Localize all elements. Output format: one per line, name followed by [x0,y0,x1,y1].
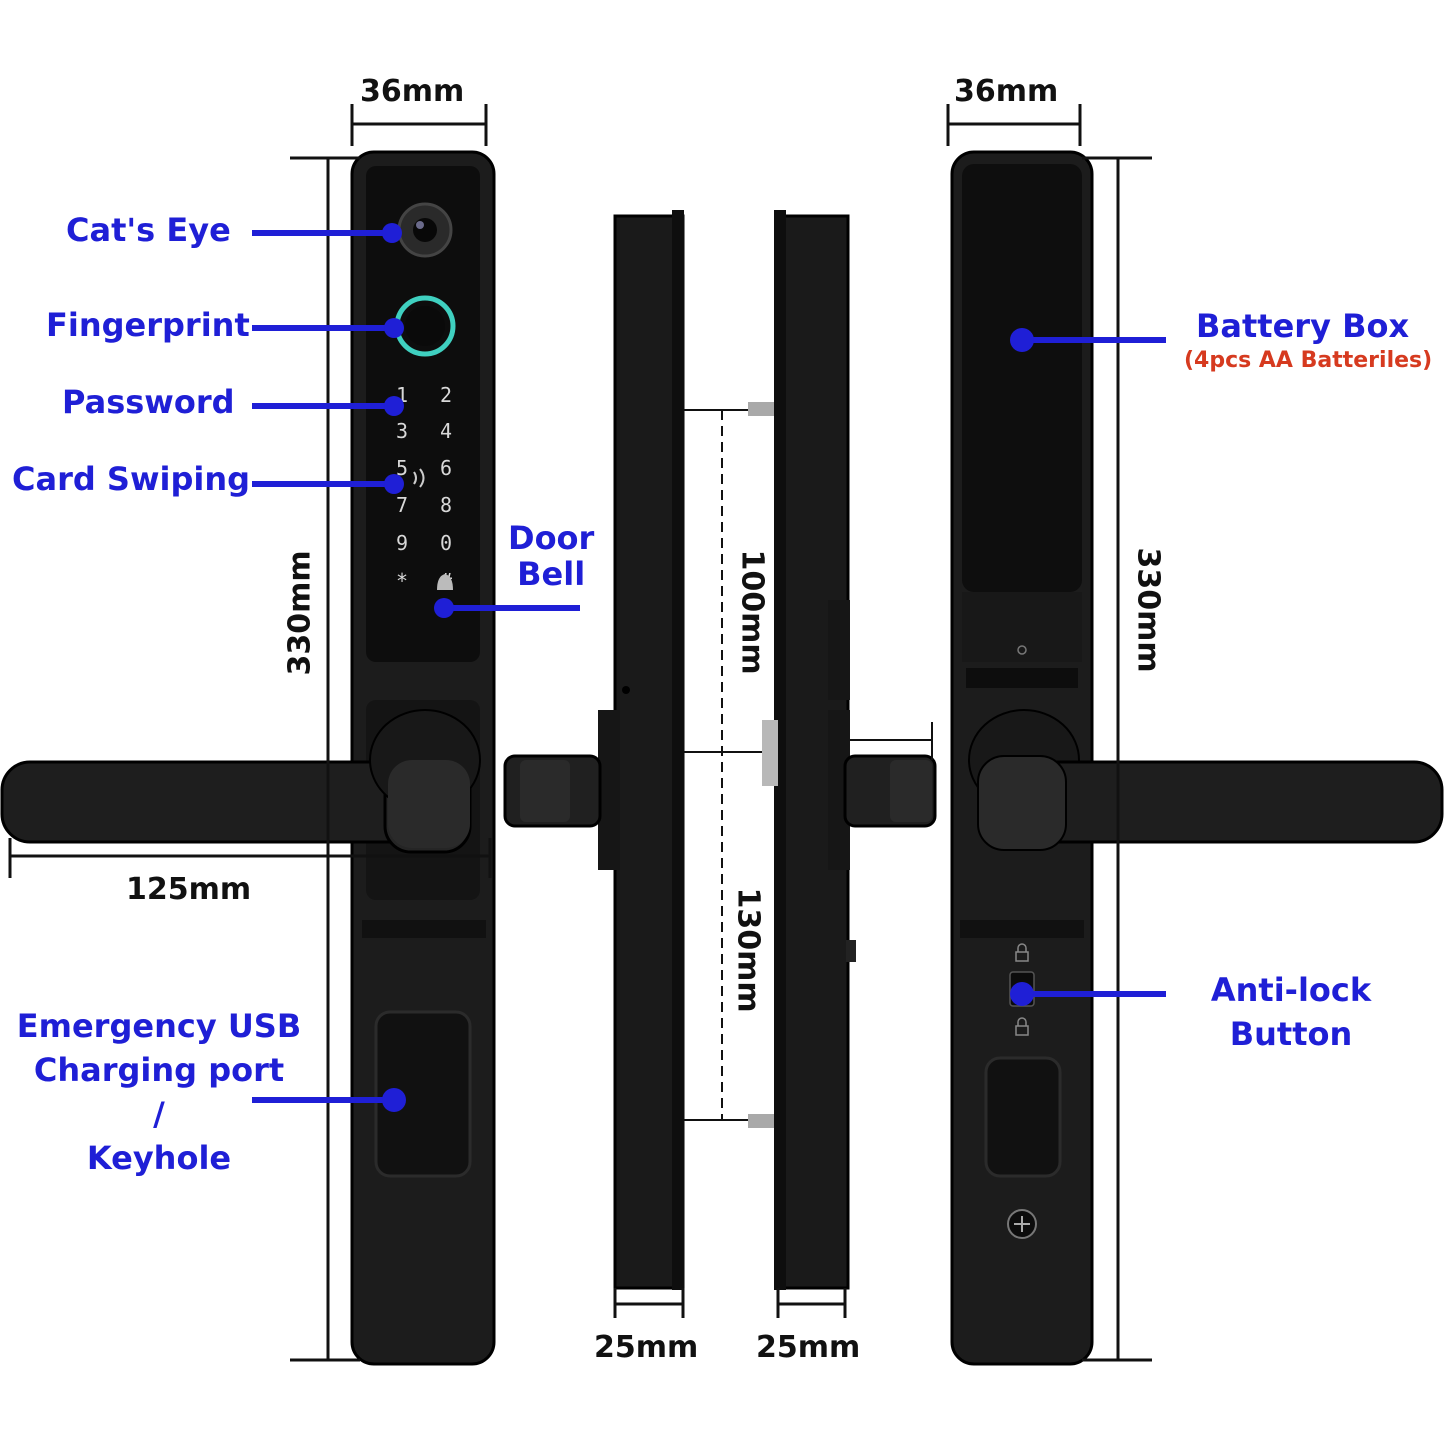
callout-dots [382,223,1034,1112]
dim-upper-spacing: 100mm [734,549,770,675]
label-anti-lock: Anti-lock Button [1196,968,1386,1056]
bell-icon [437,574,453,590]
dim-front-height: 330mm [282,550,318,676]
side-view-right [762,210,937,1290]
key-8: 8 [440,493,452,517]
back-handle [968,709,1444,851]
label-card-swiping: Card Swiping [12,460,251,498]
dim-side-depth-right: 25mm [756,1330,861,1365]
front-handle [0,709,481,854]
screw-icon [1007,1209,1037,1239]
label-emergency-line3: / [153,1095,165,1133]
nfc-icon [413,468,425,488]
key-0: 0 [440,531,452,555]
key-3: 3 [396,419,408,443]
key-2: 2 [440,383,452,407]
label-door-bell-line1: Door [508,519,595,557]
label-emergency-line4: Keyhole [86,1139,232,1177]
dim-handle-length: 125mm [126,872,252,907]
callout-lines [252,230,1166,1103]
label-battery-note: (4pcs AA Batteriles) [1184,348,1433,373]
label-emergency-line2: Charging port [33,1051,285,1089]
label-fingerprint: Fingerprint [46,306,250,344]
key-4: 4 [440,419,452,443]
key-star: * [396,569,408,593]
latch-pins [748,402,774,1128]
camera-icon [397,202,453,258]
key-6: 6 [440,456,452,480]
outer-dimension-lines [8,104,1152,1362]
spacing-dimension-lines [684,409,933,1121]
lock-icons [1015,943,1029,1036]
label-door-bell: Door Bell [508,520,594,592]
dim-side-depth-left: 25mm [594,1330,699,1365]
label-door-bell-line2: Bell [517,555,586,593]
dim-back-width: 36mm [954,74,1059,109]
label-emergency-line1: Emergency USB [16,1007,302,1045]
dim-lower-spacing: 130mm [730,887,766,1013]
label-cats-eye: Cat's Eye [66,211,231,249]
label-battery-box: Battery Box [1196,307,1410,345]
key-9: 9 [396,531,408,555]
side-view-left [503,210,685,1290]
dim-front-width: 36mm [360,74,465,109]
depth-brackets [613,1288,847,1318]
dim-back-height: 330mm [1130,547,1166,673]
label-anti-lock-line1: Anti-lock [1210,971,1372,1009]
back-panel [950,150,1094,1366]
label-emergency-usb: Emergency USB Charging port / Keyhole [14,1004,304,1180]
label-password: Password [62,383,235,421]
label-anti-lock-line2: Button [1229,1015,1353,1053]
fingerprint-icon [394,295,456,357]
key-5: 5 [396,456,408,480]
key-7: 7 [396,493,408,517]
